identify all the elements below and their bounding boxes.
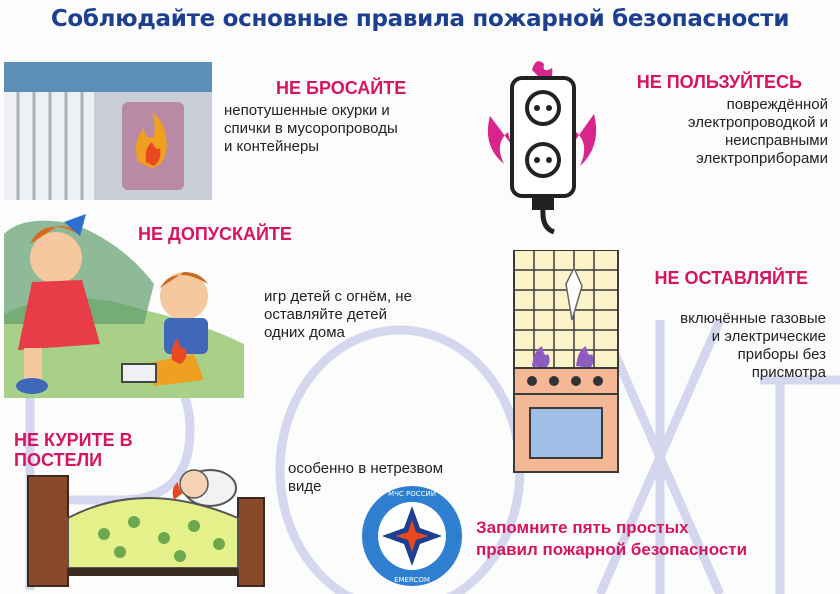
footer-line-1: Запомните пять простых: [476, 518, 689, 537]
mchs-emblem: МЧС РОССИИ EMERCOM: [362, 486, 462, 586]
trash-chute-fire-picture: [4, 62, 212, 200]
rule-4-heading: НЕ ОСТАВЛЯЙТЕ: [654, 268, 808, 288]
broken-socket-picture: [487, 61, 597, 234]
rule-2-heading: НЕ ПОЛЬЗУЙТЕСЬ: [636, 72, 802, 92]
smoking-in-bed-picture: [27, 469, 265, 587]
footer-line-2: правил пожарной безопасности: [476, 540, 748, 559]
page-title: Соблюдайте основные правила пожарной без…: [50, 6, 790, 32]
emblem-top-text: МЧС РОССИИ: [388, 490, 436, 498]
gas-stove-picture: [513, 250, 619, 473]
children-with-fire-picture: [4, 214, 244, 398]
emblem-bottom-text: EMERCOM: [394, 576, 430, 584]
rule-3-heading: НЕ ДОПУСКАЙТЕ: [138, 224, 292, 244]
rule-1-heading: НЕ БРОСАЙТЕ: [276, 78, 407, 98]
